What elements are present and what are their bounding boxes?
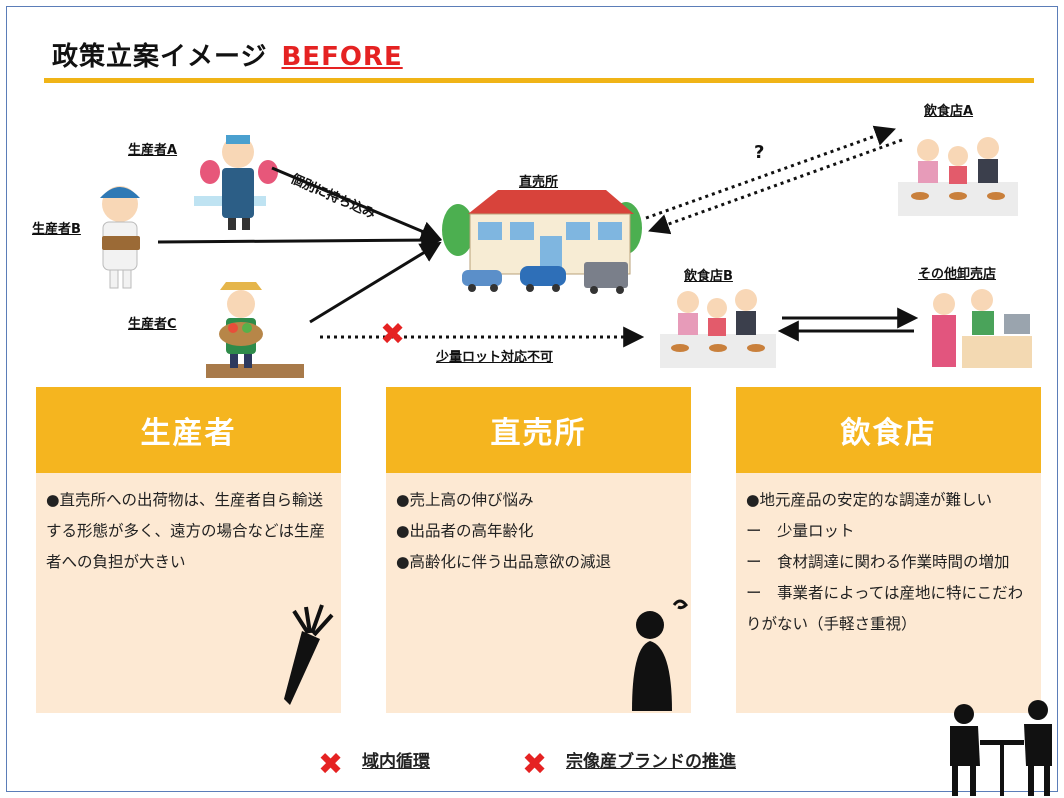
footer-item-brand-promotion: 宗像産ブランドの推進 [566,752,736,772]
dotted-arrow-store-to-restaurant-a [645,125,896,220]
label-direct-store: 直売所 [519,175,559,190]
store-issue-1: ●売上高の伸び悩み [396,491,534,509]
slide-frame [6,6,1058,792]
producer-c-illustration [206,282,304,378]
restaurant-issue-1: ●地元産品の安定的な調達が難しい [746,491,993,509]
label-restaurant-b: 飲食店B [684,269,733,284]
label-small-lot-unsupported: 少量ロット対応不可 [436,350,554,365]
restaurant-b-illustration [660,289,776,368]
restaurant-a-illustration [898,137,1018,216]
store-issue-2: ●出品者の高年齢化 [396,522,534,540]
label-producer-b: 生産者B [32,222,81,237]
column-body-restaurants: ●地元産品の安定的な調達が難しい ー 少量ロット ー 食材調達に関わる作業時間の… [736,473,1041,640]
carrot-icon [284,604,334,705]
worried-person-icon [632,599,688,711]
dining-silhouette-icon [950,700,1052,796]
label-restaurant-a: 飲食店A [924,104,974,119]
dotted-arrow-restaurant-a-to-store [648,138,903,235]
restaurant-issue-2: ー 少量ロット [746,522,855,540]
title-main: 政策立案イメージ [52,42,268,72]
footer-item-regional-circulation: 域内循環 [362,752,430,772]
blocked-x-icon: ✖ [380,317,406,352]
arrow-producer-a-to-store [271,166,442,242]
column-producers: 生産者 ●直売所への出荷物は、生産者自ら輸送する形態が多く、遠方の場合などは生産… [36,387,341,713]
title-badge-before: BEFORE [281,42,403,72]
restaurant-issue-3: ー 食材調達に関わる作業時間の増加 [746,553,1010,571]
column-header-direct-store: 直売所 [386,387,691,473]
slide-title: 政策立案イメージ BEFORE [52,36,403,73]
column-direct-store: 直売所 ●売上高の伸び悩み ●出品者の高年齢化 ●高齢化に伴う出品意欲の減退 [386,387,691,713]
footer-x-icon-1: ✖ [318,747,344,782]
title-underline [44,78,1034,83]
restaurant-issue-4: ー 事業者によっては産地に特にこだわりがない（手軽さ重視） [746,584,1024,633]
wholesaler-illustration [932,289,1032,368]
flow-diagram [100,125,1032,378]
producer-b-illustration [100,186,140,289]
column-header-restaurants: 飲食店 [736,387,1041,473]
label-producer-c: 生産者C [128,317,177,332]
column-body-producers: ●直売所への出荷物は、生産者自ら輸送する形態が多く、遠方の場合などは生産者への負… [36,473,341,578]
store-issue-3: ●高齢化に伴う出品意欲の減退 [396,553,612,571]
label-producer-a: 生産者A [128,143,178,158]
arrow-producer-c-to-store [309,241,442,324]
producers-issue-1: ●直売所への出荷物は、生産者自ら輸送する形態が多く、遠方の場合などは生産者への負… [46,491,326,571]
column-restaurants: 飲食店 ●地元産品の安定的な調達が難しい ー 少量ロット ー 食材調達に関わる作… [736,387,1041,713]
column-header-producers: 生産者 [36,387,341,473]
label-wholesaler: その他卸売店 [918,267,997,282]
question-mark: ? [754,142,765,163]
arrow-producer-b-to-store [157,229,443,251]
column-body-direct-store: ●売上高の伸び悩み ●出品者の高年齢化 ●高齢化に伴う出品意欲の減退 [386,473,691,578]
direct-store-illustration [442,190,642,294]
producer-a-illustration [194,135,278,230]
footer-x-icon-2: ✖ [522,747,548,782]
